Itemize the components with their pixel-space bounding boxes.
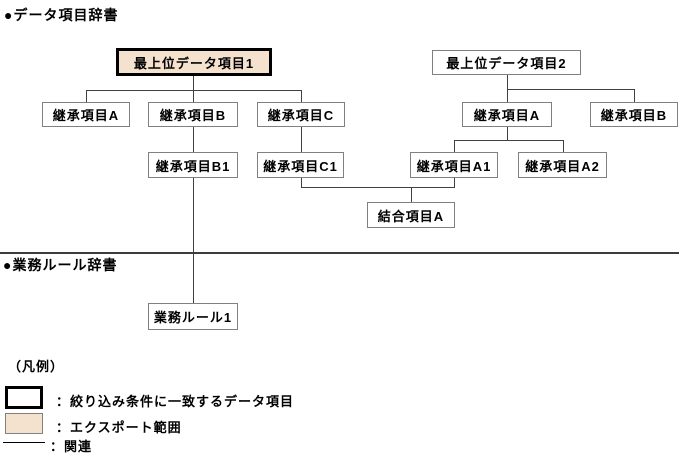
node-inherit-item-a: 継承項目A [42, 102, 130, 127]
node-inherit-item-b1: 継承項目B1 [148, 152, 238, 178]
node-top-data-item-1: 最上位データ項目1 [116, 48, 272, 76]
business-rule-dictionary-heading: ●業務ルール辞書 [3, 257, 118, 273]
connector-line [301, 187, 455, 188]
connector-line [507, 89, 635, 90]
node-inherit-item-c: 継承項目C [257, 102, 345, 127]
connector-line [301, 90, 302, 102]
legend-export-range-label: ：エクスポート範囲 [56, 420, 182, 435]
node-inherit-item-a1: 継承項目A1 [410, 152, 498, 178]
connector-line [563, 140, 564, 152]
connector-line [507, 127, 508, 140]
connector-line [86, 90, 87, 102]
legend-relation-line-swatch [3, 442, 45, 443]
connector-line [193, 127, 194, 152]
connector-line [193, 76, 194, 102]
node-join-item-a: 結合項目A [367, 202, 455, 228]
connector-line [454, 140, 455, 152]
connector-line [301, 127, 302, 152]
connector-line [454, 178, 455, 188]
connector-line-to-business-rule [193, 178, 194, 303]
legend-filter-match-swatch [5, 386, 43, 409]
legend-export-range-swatch [5, 413, 43, 434]
node-inherit-item-b-right: 継承項目B [590, 102, 678, 127]
legend-relation-label: ：関連 [50, 439, 93, 454]
connector-line [454, 140, 564, 141]
node-business-rule-1: 業務ルール1 [148, 303, 238, 330]
node-inherit-item-c1: 継承項目C1 [257, 152, 344, 178]
legend-title: （凡例） [8, 359, 65, 374]
connector-line [86, 90, 302, 91]
data-dictionary-heading: ●データ項目辞書 [4, 7, 119, 23]
node-top-data-item-2: 最上位データ項目2 [432, 50, 581, 75]
node-inherit-item-b: 継承項目B [148, 102, 238, 127]
connector-line [301, 178, 302, 188]
connector-line [507, 75, 508, 102]
node-inherit-item-a2: 継承項目A2 [518, 152, 607, 178]
section-divider [0, 252, 679, 254]
legend-filter-match-label: ：絞り込み条件に一致するデータ項目 [56, 394, 295, 409]
connector-line [634, 89, 635, 102]
node-inherit-item-a-right: 継承項目A [462, 102, 552, 127]
connector-line [411, 187, 412, 202]
